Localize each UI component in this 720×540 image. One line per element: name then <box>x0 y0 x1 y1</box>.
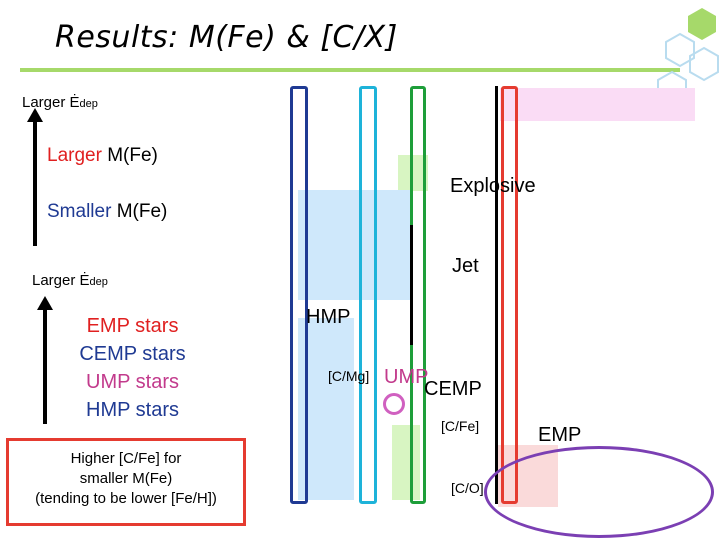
star-class-emp: EMP stars <box>86 315 179 337</box>
bar-red <box>501 86 518 504</box>
bar-black-short <box>410 225 413 345</box>
cemp-label: CEMP <box>424 378 482 400</box>
hmp-label: HMP <box>306 306 351 328</box>
star-class-hmp: HMP stars <box>86 399 179 421</box>
shade-blue-upper <box>298 190 410 300</box>
note-line-2: smaller M(Fe) <box>79 470 173 487</box>
bottom-arrow-label: Larger Ėdep <box>32 272 108 289</box>
jet-label: Jet <box>452 255 479 277</box>
emp-ellipse <box>484 446 714 538</box>
explosive-label: Explosive <box>450 175 536 197</box>
larger-mfe-label: Larger M(Fe) <box>47 145 158 166</box>
bar-navy <box>290 86 308 504</box>
note-box: Higher [C/Fe] for smaller M(Fe) (tending… <box>6 438 246 526</box>
c-o-label: [C/O] <box>451 480 484 496</box>
top-arrow-label: Larger Ėdep <box>22 94 98 111</box>
shade-pink-top <box>500 88 695 121</box>
star-class-cemp: CEMP stars <box>79 343 186 365</box>
star-class-ump: UMP stars <box>86 371 179 393</box>
bar-cyan <box>359 86 377 504</box>
smaller-mfe-label: Smaller M(Fe) <box>47 201 168 222</box>
bar-black-line <box>495 86 498 504</box>
c-fe-label: [C/Fe] <box>441 418 480 434</box>
ump-label: UMP <box>384 366 429 388</box>
star-class-list: EMP stars CEMP stars UMP stars HMP stars <box>60 312 205 424</box>
ump-ring-icon <box>383 393 405 415</box>
title-underline <box>20 68 680 72</box>
bottom-arrow <box>33 296 57 431</box>
note-line-3: (tending to be lower [Fe/H]) <box>35 490 217 507</box>
note-line-1: Higher [C/Fe] for <box>70 450 182 467</box>
page-title: Results: M(Fe) & [C/X] <box>55 20 398 55</box>
emp-label: EMP <box>538 424 582 446</box>
shade-green-lower <box>392 425 420 500</box>
c-mg-label: [C/Mg] <box>328 368 370 384</box>
top-arrow <box>23 108 47 253</box>
